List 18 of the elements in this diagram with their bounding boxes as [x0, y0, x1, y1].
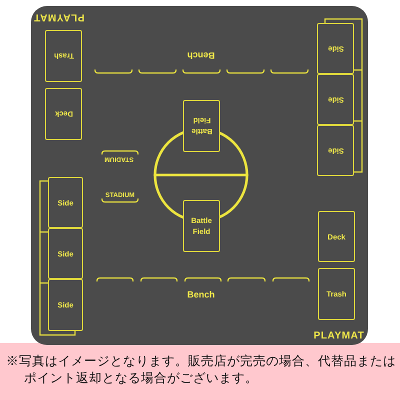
card-zone	[45, 88, 82, 140]
playmat-title: PLAYMAT	[34, 12, 84, 22]
card-zone	[183, 200, 220, 252]
card-zone	[318, 268, 355, 320]
card-zone	[318, 211, 355, 262]
caption: ※写真はイメージとなります。販売店が完売の場合、代替品またはポイント返却となる場合がございます。	[6, 353, 396, 387]
card-zone	[48, 228, 83, 279]
bench-label: Bench	[187, 50, 215, 60]
playmat-title: PLAYMAT	[314, 330, 364, 342]
card-zone	[45, 30, 82, 82]
playmat	[31, 6, 368, 345]
bench-label: Bench	[187, 290, 215, 300]
card-zone	[48, 279, 83, 331]
card-zone	[317, 23, 354, 74]
card-zone	[317, 125, 354, 176]
card-zone	[183, 100, 220, 152]
card-zone	[48, 177, 83, 228]
card-zone	[317, 74, 354, 125]
